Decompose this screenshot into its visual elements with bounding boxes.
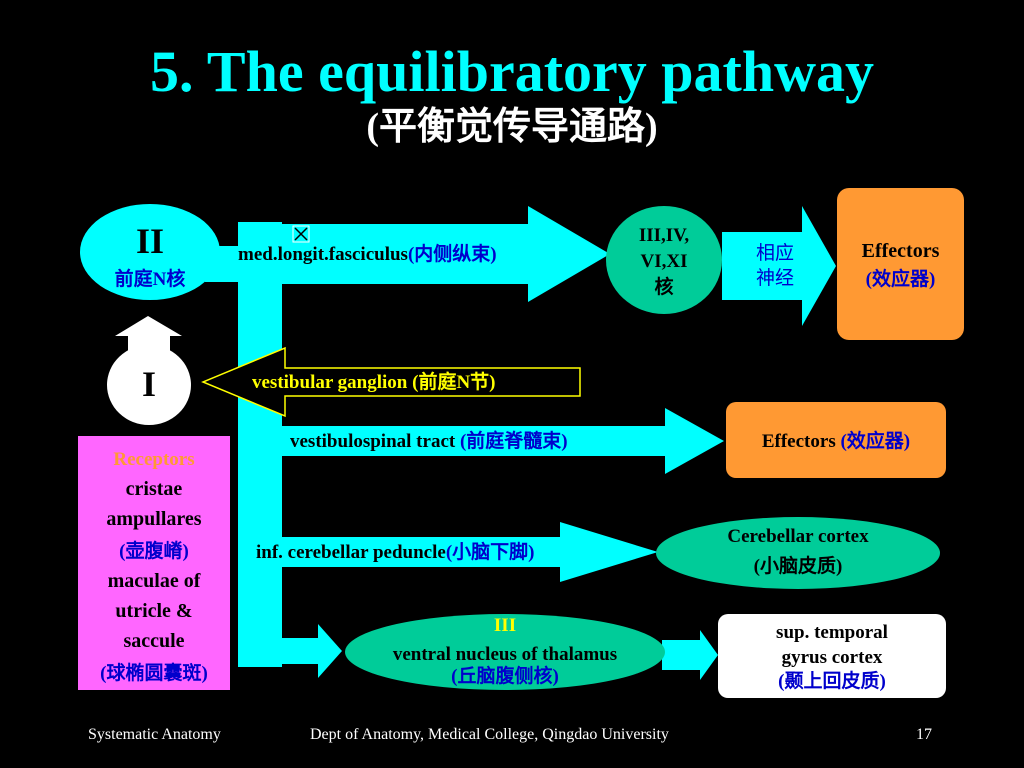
cranial-nuclei-node	[606, 206, 722, 314]
nucleus-ii-node	[80, 204, 220, 300]
thalamus-input-arrow	[282, 624, 342, 678]
receptors-heading: Receptors	[113, 449, 195, 470]
effectors-top-box	[837, 188, 964, 340]
footer-course: Systematic Anatomy	[88, 726, 221, 743]
temporal-line3: (颞上回皮质)	[778, 671, 886, 692]
vertical-trunk	[238, 222, 282, 667]
mlf-label-cn: (内侧纵束)	[407, 244, 497, 265]
cranial-nuclei-line1: III,IV,	[638, 225, 690, 246]
receptors-line3: (壶腹嵴)	[119, 541, 189, 562]
thalamus-numeral: III	[493, 615, 517, 636]
selection-handle-icon	[292, 225, 310, 243]
receptors-box	[78, 436, 230, 690]
receptors-line7: (球椭圆囊斑)	[100, 663, 208, 684]
vestibulospinal-label-text: vestibulospinal tract	[290, 431, 460, 452]
nucleus-ii-numeral: II	[135, 221, 165, 261]
effectors-top-line2: (效应器)	[865, 269, 936, 290]
neuron-i-numeral: I	[141, 364, 156, 404]
receptors-line2: ampullares	[106, 508, 202, 530]
cerebellar-cortex-node	[656, 517, 940, 589]
cerebellar-cortex-line2: (小脑皮质)	[753, 556, 843, 577]
effectors-mid-cn: (效应器)	[840, 431, 911, 452]
effectors-mid-text: Effectors	[761, 431, 836, 452]
footer-department: Dept of Anatomy, Medical College, Qingda…	[310, 726, 669, 743]
thalamus-output-arrow	[662, 630, 718, 680]
cerebellar-peduncle-label: inf. cerebellar peduncle(小脑下脚)	[256, 541, 534, 564]
thalamus-line2: (丘脑腹侧核)	[451, 666, 559, 687]
mlf-label: med.longit.fasciculus(内侧纵束)	[238, 243, 497, 266]
thalamus-node	[345, 614, 665, 690]
receptors-line1: cristae	[125, 478, 183, 500]
neuron-i-node	[107, 345, 191, 425]
nerves-label-line2: 神经	[755, 268, 794, 289]
cranial-nuclei-line3: 核	[654, 277, 674, 298]
temporal-box	[718, 614, 946, 698]
ganglion-arrow	[201, 346, 581, 418]
cerebellar-peduncle-text: inf. cerebellar peduncle	[256, 542, 446, 563]
vestibulospinal-arrow	[282, 408, 724, 474]
nerves-label-line1: 相应	[755, 243, 794, 264]
receptors-line4: maculae of	[107, 570, 201, 592]
mlf-arrow	[282, 206, 610, 302]
temporal-line2: gyrus cortex	[781, 647, 883, 668]
ganglion-label: vestibular ganglion (前庭N节)	[252, 372, 496, 393]
cerebellar-cortex-line1: Cerebellar cortex	[727, 526, 869, 547]
effectors-top-line1: Effectors	[861, 240, 940, 262]
receptors-line6: saccule	[123, 630, 185, 652]
footer-page-number: 17	[916, 726, 932, 743]
cranial-nuclei-line2: VI,XI	[640, 251, 688, 272]
cerebellar-peduncle-cn: (小脑下脚)	[445, 542, 535, 563]
mlf-label-text: med.longit.fasciculus	[238, 244, 408, 265]
thalamus-line1: ventral nucleus of thalamus	[392, 644, 618, 665]
effectors-mid-box	[726, 402, 946, 478]
cerebellar-peduncle-arrow	[282, 522, 658, 582]
vestibulospinal-label: vestibulospinal tract (前庭脊髓束)	[290, 430, 568, 453]
nerve-arrow	[722, 206, 836, 326]
effectors-mid-label: Effectors (效应器)	[726, 430, 946, 453]
nucleus-ii-label: 前庭N核	[114, 269, 186, 290]
vestibulospinal-label-cn: (前庭脊髓束)	[459, 431, 568, 452]
receptors-line5: utricle &	[115, 600, 193, 622]
slide-title: 5. The equilibratory pathway	[149, 39, 874, 104]
slide-subtitle: (平衡觉传导通路)	[366, 106, 658, 148]
temporal-line1: sup. temporal	[776, 622, 888, 643]
